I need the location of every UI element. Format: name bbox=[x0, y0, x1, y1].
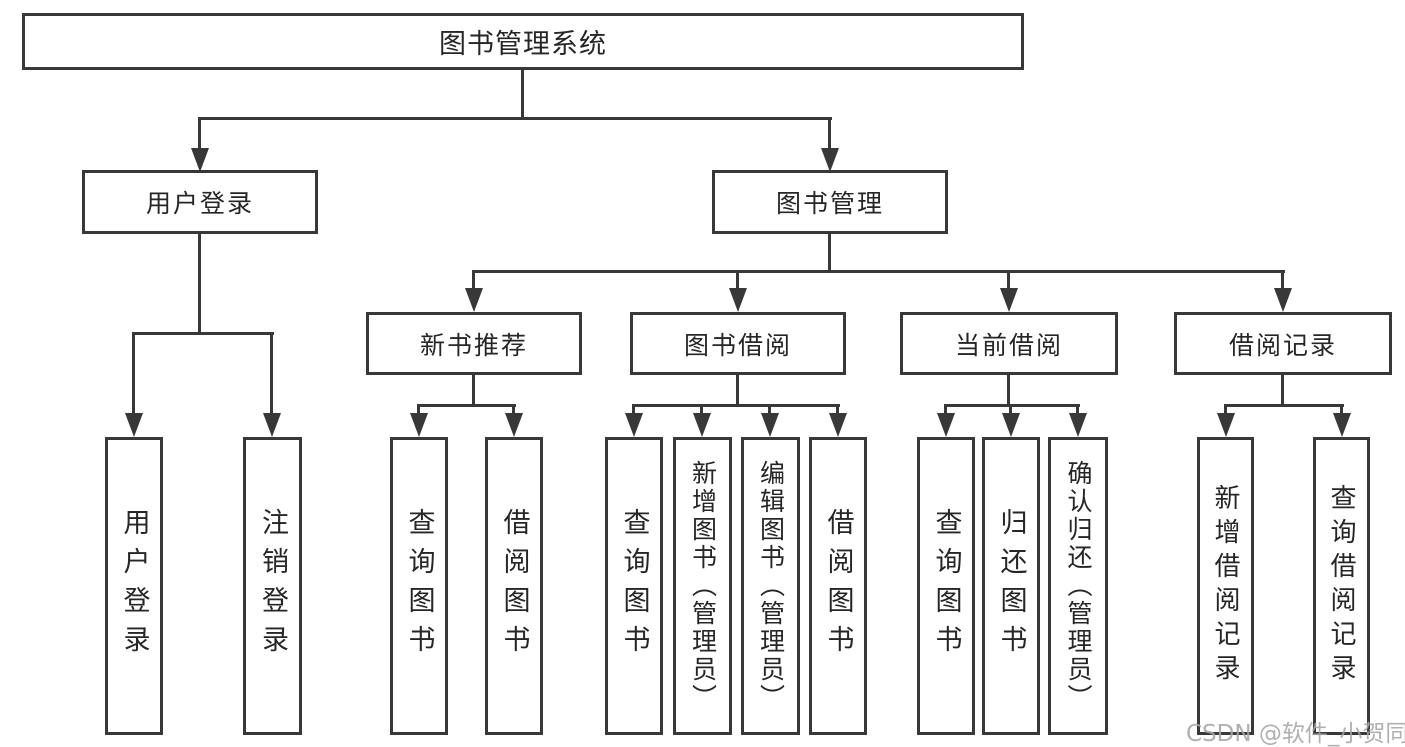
leaf-borrow-book-2: 借阅图书 bbox=[809, 437, 867, 735]
connector-line bbox=[270, 332, 273, 413]
arrow-down-icon bbox=[729, 288, 747, 312]
connector-line bbox=[1007, 375, 1010, 406]
leaf-query-borrow-record-label: 查询借阅记录 bbox=[1326, 484, 1356, 688]
connector-line bbox=[944, 404, 947, 413]
connector-line bbox=[1007, 270, 1010, 288]
node-new-book-recommend: 新书推荐 bbox=[366, 312, 582, 375]
leaf-user-login-label: 用户登录 bbox=[118, 508, 150, 664]
connector-line bbox=[1224, 404, 1344, 407]
arrow-down-icon bbox=[125, 413, 143, 437]
connector-line bbox=[417, 404, 516, 407]
connector-line bbox=[512, 404, 515, 413]
connector-line bbox=[472, 270, 1285, 273]
node-book-management-label: 图书管理 bbox=[775, 189, 884, 218]
connector-line bbox=[198, 117, 201, 148]
arrow-down-icon bbox=[1002, 413, 1020, 437]
node-book-borrow: 图书借阅 bbox=[630, 312, 846, 375]
node-current-borrow-label: 当前借阅 bbox=[954, 330, 1063, 360]
connector-line bbox=[521, 70, 524, 118]
arrow-down-icon bbox=[761, 413, 779, 437]
leaf-add-borrow-record-label: 新增借阅记录 bbox=[1210, 484, 1240, 688]
node-new-book-recommend-label: 新书推荐 bbox=[419, 330, 528, 360]
arrow-down-icon bbox=[937, 413, 955, 437]
arrow-down-icon bbox=[693, 413, 711, 437]
arrow-down-icon bbox=[410, 413, 428, 437]
connector-line bbox=[198, 234, 201, 334]
arrow-down-icon bbox=[625, 413, 643, 437]
arrow-down-icon bbox=[191, 148, 209, 172]
connector-line bbox=[736, 270, 739, 288]
arrow-down-icon bbox=[821, 148, 839, 172]
arrow-down-icon bbox=[1333, 413, 1351, 437]
leaf-logout-label: 注销登录 bbox=[257, 508, 288, 664]
connector-line bbox=[472, 375, 475, 406]
leaf-borrow-book-1: 借阅图书 bbox=[485, 437, 543, 735]
arrow-down-icon bbox=[1000, 288, 1018, 312]
node-root-system: 图书管理系统 bbox=[22, 13, 1024, 70]
node-book-borrow-label: 图书借阅 bbox=[683, 330, 792, 360]
leaf-borrow-book-2-label: 借阅图书 bbox=[822, 508, 854, 664]
connector-line bbox=[1076, 404, 1079, 413]
connector-line bbox=[1281, 375, 1284, 406]
leaf-query-borrow-record: 查询借阅记录 bbox=[1313, 437, 1370, 735]
leaf-return-book-label: 归还图书 bbox=[995, 508, 1027, 664]
leaf-query-book-2: 查询图书 bbox=[605, 437, 663, 735]
leaf-query-book-2-label: 查询图书 bbox=[618, 508, 650, 664]
leaf-edit-book-admin-label: 编辑图书（管理员） bbox=[756, 460, 786, 712]
arrow-down-icon bbox=[505, 413, 523, 437]
connector-line bbox=[1340, 404, 1343, 413]
connector-line bbox=[132, 332, 135, 413]
leaf-edit-book-admin: 编辑图书（管理员） bbox=[741, 437, 800, 735]
leaf-logout: 注销登录 bbox=[243, 437, 302, 735]
connector-line bbox=[1281, 270, 1284, 288]
connector-line bbox=[198, 117, 832, 120]
leaf-query-book-3-label: 查询图书 bbox=[930, 508, 962, 664]
connector-line bbox=[768, 404, 771, 413]
connector-line bbox=[1009, 404, 1012, 413]
arrow-down-icon bbox=[829, 413, 847, 437]
node-borrow-records-label: 借阅记录 bbox=[1228, 330, 1337, 360]
connector-line bbox=[632, 404, 635, 413]
connector-line bbox=[700, 404, 703, 413]
node-user-login: 用户登录 bbox=[82, 170, 318, 234]
connector-line bbox=[632, 404, 840, 407]
leaf-query-book-1: 查询图书 bbox=[390, 437, 448, 735]
leaf-borrow-book-1-label: 借阅图书 bbox=[498, 508, 530, 664]
leaf-query-book-3: 查询图书 bbox=[917, 437, 975, 735]
arrow-down-icon bbox=[1217, 413, 1235, 437]
leaf-confirm-return-admin: 确认归还（管理员） bbox=[1048, 437, 1108, 735]
connector-line bbox=[836, 404, 839, 413]
csdn-watermark: CSDN @软件_小贺同学 bbox=[1186, 721, 1405, 747]
connector-line bbox=[828, 234, 831, 272]
leaf-query-book-1-label: 查询图书 bbox=[403, 508, 435, 664]
leaf-confirm-return-admin-label: 确认归还（管理员） bbox=[1064, 460, 1093, 712]
node-current-borrow: 当前借阅 bbox=[900, 312, 1118, 375]
arrow-down-icon bbox=[1069, 413, 1087, 437]
arrow-down-icon bbox=[1274, 288, 1292, 312]
connector-line bbox=[132, 332, 274, 335]
connector-line bbox=[1224, 404, 1227, 413]
leaf-add-borrow-record: 新增借阅记录 bbox=[1197, 437, 1254, 735]
leaf-user-login: 用户登录 bbox=[105, 437, 163, 735]
node-root-label: 图书管理系统 bbox=[439, 29, 607, 60]
arrow-down-icon bbox=[465, 288, 483, 312]
node-user-login-label: 用户登录 bbox=[145, 189, 254, 218]
connector-line bbox=[828, 117, 831, 148]
leaf-return-book: 归还图书 bbox=[982, 437, 1040, 735]
connector-line bbox=[472, 270, 475, 288]
connector-line bbox=[736, 375, 739, 406]
node-book-management: 图书管理 bbox=[712, 170, 948, 234]
arrow-down-icon bbox=[263, 413, 281, 437]
connector-line bbox=[417, 404, 420, 413]
leaf-add-book-admin-label: 新增图书（管理员） bbox=[688, 460, 718, 712]
node-borrow-records: 借阅记录 bbox=[1174, 312, 1392, 375]
connector-line bbox=[944, 404, 1080, 407]
leaf-add-book-admin: 新增图书（管理员） bbox=[673, 437, 732, 735]
